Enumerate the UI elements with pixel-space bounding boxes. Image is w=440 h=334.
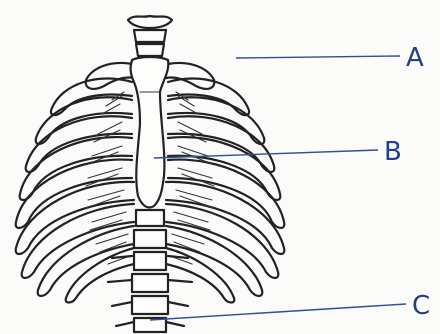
rib-cage-drawing: [16, 16, 285, 332]
left-rib-1: [86, 63, 134, 89]
label-c: C: [412, 291, 430, 321]
leader-line-a: [236, 56, 400, 58]
right-ribs: [166, 63, 284, 303]
cervical-spine: [128, 16, 172, 56]
vertebra-5: [132, 296, 168, 314]
top-vertebra: [128, 16, 172, 28]
label-b: B: [384, 137, 402, 167]
vertebra-1: [136, 210, 164, 226]
vertebra-6: [134, 318, 166, 332]
right-rib-1: [166, 63, 214, 89]
label-a: A: [406, 43, 424, 73]
vertebra-3: [134, 252, 166, 270]
vertebra-4: [132, 274, 168, 292]
sternum: [131, 57, 169, 208]
upper-vertebra-3: [136, 44, 164, 56]
left-ribs: [16, 63, 134, 303]
vertebra-2: [134, 230, 166, 248]
upper-vertebra-2: [134, 30, 166, 42]
